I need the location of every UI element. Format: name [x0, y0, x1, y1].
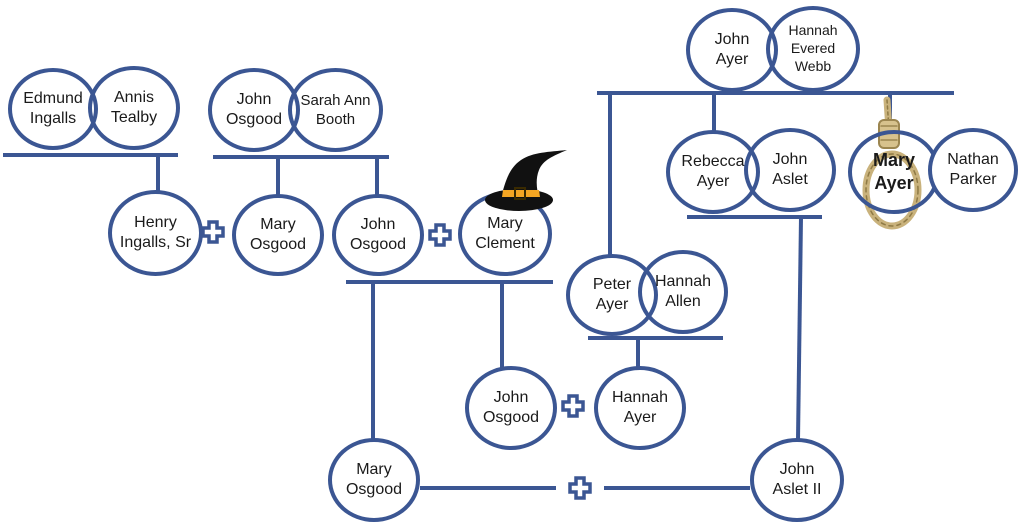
person-henry-ingalls-sr: Henry Ingalls, Sr	[108, 190, 203, 276]
person-john-ayer: John Ayer	[686, 8, 778, 92]
witch-hat-icon	[485, 150, 567, 211]
plus-outline-icon	[568, 476, 592, 500]
plus-outline-icon	[428, 223, 452, 247]
person-john-osgood-2: John Osgood	[332, 194, 424, 276]
person-name: Rebecca Ayer	[681, 152, 745, 190]
person-name: Hannah Evered Webb	[788, 22, 838, 74]
person-nathan-parker: Nathan Parker	[928, 128, 1018, 212]
person-sarah-ann-booth: Sarah Ann Booth	[288, 68, 383, 152]
person-name: Sarah Ann Booth	[300, 91, 371, 128]
person-hannah-ayer: Hannah Ayer	[594, 366, 686, 450]
person-hannah-allen: Hannah Allen	[638, 250, 728, 334]
person-name: Peter Ayer	[592, 275, 632, 313]
person-name: John Aslet II	[772, 460, 822, 498]
person-name: Henry Ingalls, Sr	[119, 213, 192, 251]
person-name: Annis Tealby	[110, 88, 158, 126]
person-name: John Osgood	[349, 215, 407, 253]
person-mary-osgood-1: Mary Osgood	[232, 194, 324, 276]
plus-outline-icon	[201, 220, 225, 244]
plus-outline-icon	[561, 394, 585, 418]
person-name: Nathan Parker	[947, 150, 999, 188]
person-name: Mary Ayer	[872, 149, 916, 193]
person-name: John Osgood	[225, 90, 283, 128]
person-edmund-ingalls: Edmund Ingalls	[8, 68, 98, 150]
person-name: John Ayer	[714, 30, 750, 68]
person-john-osgood-sr: John Osgood	[208, 68, 300, 152]
descent-line-john-aslet-ii	[796, 216, 803, 441]
person-name: John Osgood	[482, 388, 540, 426]
person-name: Hannah Ayer	[611, 388, 669, 426]
person-john-osgood-3: John Osgood	[465, 366, 557, 450]
person-name: John Aslet	[772, 150, 808, 188]
person-name: Mary Osgood	[249, 215, 307, 253]
person-name: Edmund Ingalls	[23, 89, 83, 127]
person-annis-tealby: Annis Tealby	[88, 66, 180, 150]
person-name: Mary Clement	[475, 214, 535, 252]
person-john-aslet: John Aslet	[744, 128, 836, 212]
person-name: Mary Osgood	[345, 460, 403, 498]
person-mary-osgood-2: Mary Osgood	[328, 438, 420, 522]
person-mary-ayer: Mary Ayer	[848, 130, 940, 214]
person-hannah-evered-webb: Hannah Evered Webb	[766, 6, 860, 92]
person-john-aslet-ii: John Aslet II	[750, 438, 844, 522]
person-name: Hannah Allen	[654, 272, 712, 310]
